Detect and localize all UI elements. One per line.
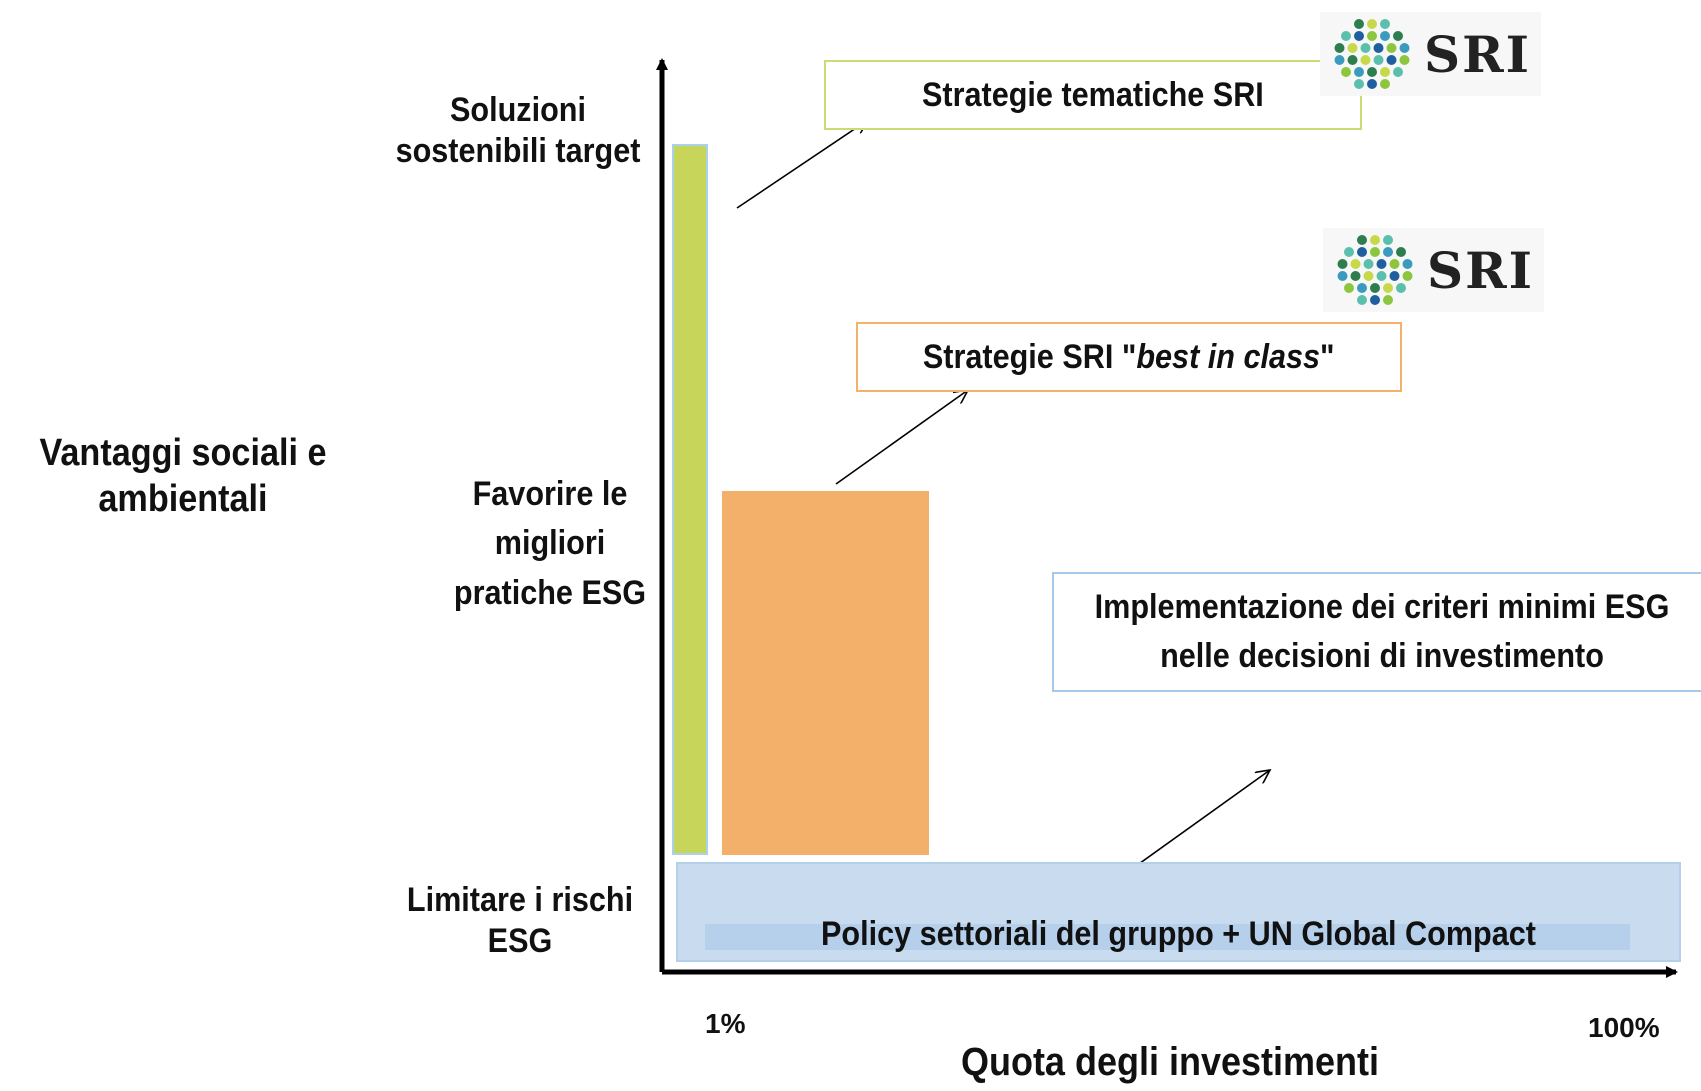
minimum-criteria-label: Implementazione dei criteri minimi ESG n… xyxy=(1094,587,1670,675)
thematic-bar xyxy=(672,144,708,855)
sri-logo-dot xyxy=(1334,55,1345,65)
sri-logo-dot xyxy=(1337,259,1348,269)
best-in-class-suffix: " xyxy=(1320,337,1335,376)
sri-logo-dot xyxy=(1341,67,1351,77)
sri-dots-icon xyxy=(1334,19,1410,89)
sri-logo-dot xyxy=(1373,55,1384,65)
sri-logo-dot xyxy=(1357,283,1367,293)
sri-logo-dot xyxy=(1380,31,1390,41)
policy-bar-highlight xyxy=(705,924,1630,950)
sri-logo-dot xyxy=(1367,31,1377,41)
sri-logo-dot xyxy=(1370,247,1380,257)
sri-logo: SRI xyxy=(1320,12,1542,96)
sri-logo-dot xyxy=(1337,271,1348,281)
sri-logo-dot xyxy=(1354,19,1364,29)
sri-logo-dot xyxy=(1380,67,1390,77)
policy-label: Policy settoriali del gruppo + UN Global… xyxy=(821,915,1536,953)
sri-logo-dot xyxy=(1367,67,1377,77)
sri-logo-dot xyxy=(1370,283,1380,293)
best-in-class-label: Strategie SRI "best in class " xyxy=(923,338,1335,377)
sri-logo-dot xyxy=(1383,283,1393,293)
sri-logo-dot xyxy=(1334,43,1345,53)
sri-dots-icon xyxy=(1337,235,1413,305)
sri-logo-dot xyxy=(1396,247,1406,257)
y-level-mid: Favorire le migliori pratiche ESG xyxy=(453,475,647,612)
sri-logo-dot xyxy=(1354,67,1364,77)
sri-logo-dot xyxy=(1376,259,1387,269)
sri-logo-dot xyxy=(1344,283,1354,293)
sri-logo-dot xyxy=(1389,271,1400,281)
thematic-strategy-box: Strategie tematiche SRI xyxy=(824,60,1362,130)
sri-logo-dot xyxy=(1347,55,1358,65)
sri-logo-dot xyxy=(1402,271,1413,281)
sri-logo-dot xyxy=(1370,235,1380,245)
sri-logo-dot xyxy=(1383,295,1393,305)
sri-logo-dot xyxy=(1380,79,1390,89)
sri-logo-dot xyxy=(1344,247,1354,257)
sri-logo-dot xyxy=(1380,19,1390,29)
x-tick-100: 100% xyxy=(1588,1012,1660,1043)
sri-logo-dot xyxy=(1350,271,1361,281)
sri-logo-dot xyxy=(1383,235,1393,245)
sri-logo-dot xyxy=(1354,31,1364,41)
sri-logo-dot xyxy=(1360,43,1371,53)
sri-logo-dot xyxy=(1363,271,1374,281)
arrow-to-best-in-class xyxy=(835,390,968,485)
sri-logo-dot xyxy=(1367,19,1377,29)
y-axis-title: Vantaggi sociali e ambientali xyxy=(39,432,327,521)
y-level-high: Soluzioni sostenibili target xyxy=(395,91,641,171)
sri-logo-text: SRI xyxy=(1427,240,1535,300)
best-in-class-prefix: Strategie SRI " xyxy=(923,337,1137,376)
y-level-low: Limitare i rischi ESG xyxy=(406,881,634,961)
sri-logo-dot xyxy=(1393,67,1403,77)
sri-logo-dot xyxy=(1367,79,1377,89)
sri-logo-dot xyxy=(1399,55,1410,65)
sri-logo-dot xyxy=(1357,235,1367,245)
sri-logo-dot xyxy=(1386,43,1397,53)
sri-logo-dot xyxy=(1357,247,1367,257)
sri-logo-dot xyxy=(1402,259,1413,269)
sri-logo-dot xyxy=(1399,43,1410,53)
arrow-to-minimum xyxy=(1135,770,1270,867)
sri-logo-dot xyxy=(1373,43,1384,53)
sri-logo-dot xyxy=(1341,31,1351,41)
best-in-class-bar xyxy=(722,491,929,855)
best-in-class-italic: best in class xyxy=(1136,337,1321,376)
sri-logo-dot xyxy=(1386,55,1397,65)
sri-logo-text: SRI xyxy=(1424,24,1532,84)
sri-logo-dot xyxy=(1393,31,1403,41)
sri-logo-dot xyxy=(1383,247,1393,257)
sri-logo-dot xyxy=(1396,283,1406,293)
x-tick-1: 1% xyxy=(705,1008,746,1039)
sri-logo-dot xyxy=(1350,259,1361,269)
sri-logo-dot xyxy=(1370,295,1380,305)
sri-logo-dot xyxy=(1389,259,1400,269)
best-in-class-box: Strategie SRI "best in class " xyxy=(856,322,1402,392)
sri-logo-dot xyxy=(1360,55,1371,65)
sri-logo: SRI xyxy=(1323,228,1545,312)
minimum-criteria-box: Implementazione dei criteri minimi ESG n… xyxy=(1052,572,1701,692)
sri-logo-dot xyxy=(1376,271,1387,281)
sri-logo-dot xyxy=(1363,259,1374,269)
arrow-to-thematic xyxy=(736,120,868,209)
thematic-strategy-label: Strategie tematiche SRI xyxy=(922,75,1264,114)
x-axis-title: Quota degli investimenti xyxy=(960,1040,1380,1084)
sri-logo-dot xyxy=(1347,43,1358,53)
sri-logo-dot xyxy=(1354,79,1364,89)
sri-logo-dot xyxy=(1357,295,1367,305)
